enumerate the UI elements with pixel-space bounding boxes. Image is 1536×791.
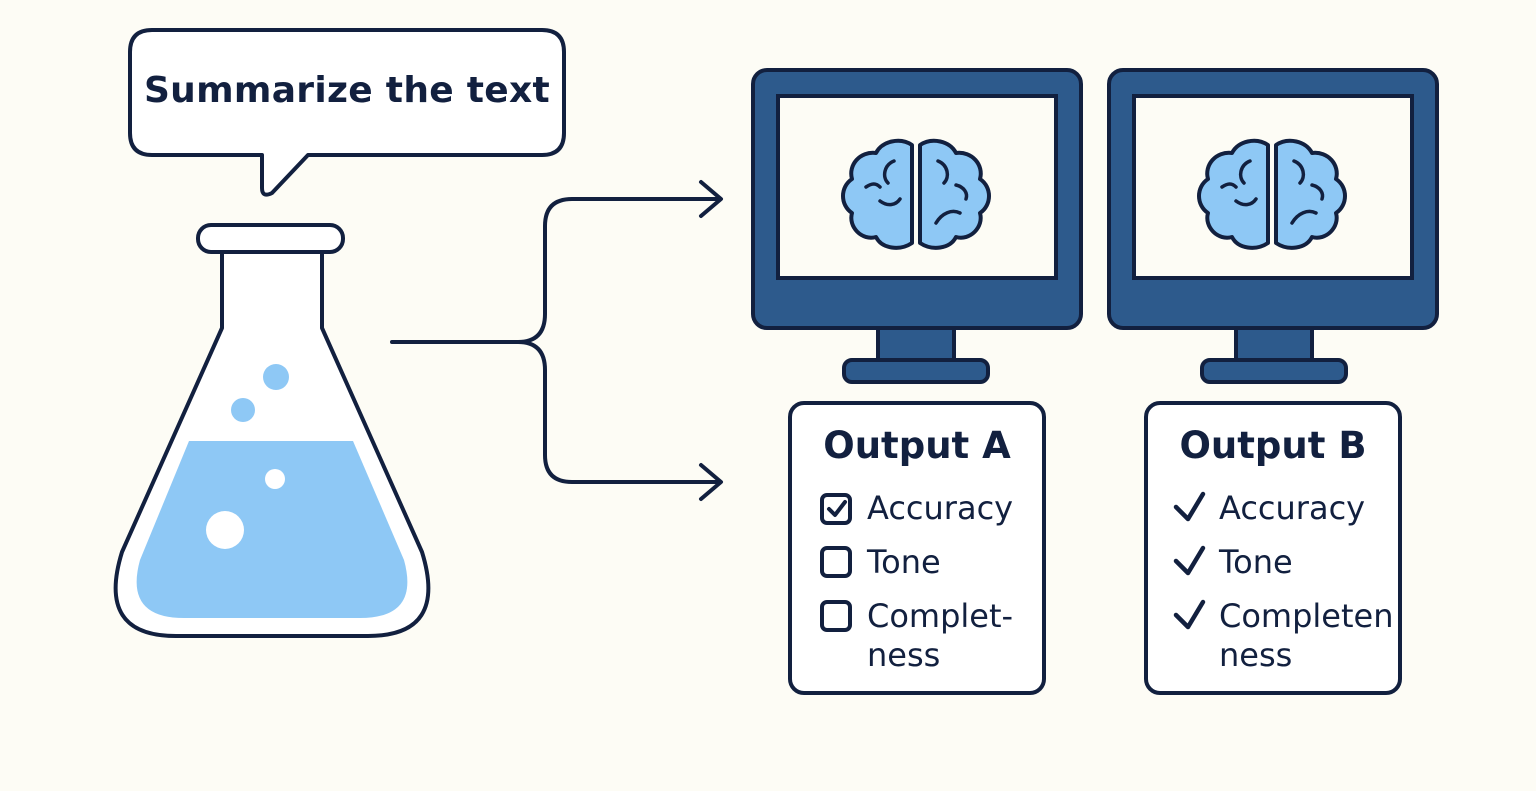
checkbox-icon <box>820 600 852 632</box>
output-a-criterion-completeness: Complet- ness <box>867 597 1014 674</box>
speech-bubble-icon <box>128 28 566 197</box>
checkmark-icon <box>1173 599 1206 630</box>
output-a-title: Output A <box>823 424 1011 467</box>
output-b-criterion-accuracy: Accuracy <box>1219 489 1366 527</box>
bubble-dot <box>206 511 244 549</box>
output-card-b <box>1144 401 1402 695</box>
branch-arrow-icon <box>390 180 723 501</box>
output-a-criterion-accuracy: Accuracy <box>867 489 1014 527</box>
monitor-icon <box>751 68 1083 384</box>
flask-icon <box>113 223 431 638</box>
prompt-text: Summarize the text <box>143 70 551 111</box>
monitor-icon <box>1107 68 1439 384</box>
output-card-a <box>788 401 1046 695</box>
bubble-dot <box>231 398 255 422</box>
output-b-criterion-tone: Tone <box>1219 543 1293 581</box>
checkmark-icon <box>1173 491 1206 522</box>
output-b-criterion-completeness: Completen ness <box>1219 597 1394 674</box>
bubble-dot <box>263 364 289 390</box>
checkbox-icon <box>820 493 852 525</box>
bubble-dot <box>265 469 285 489</box>
checkbox-icon <box>820 546 852 578</box>
output-a-criterion-tone: Tone <box>867 543 941 581</box>
checkmark-icon <box>1173 545 1206 576</box>
output-b-title: Output B <box>1179 424 1367 467</box>
